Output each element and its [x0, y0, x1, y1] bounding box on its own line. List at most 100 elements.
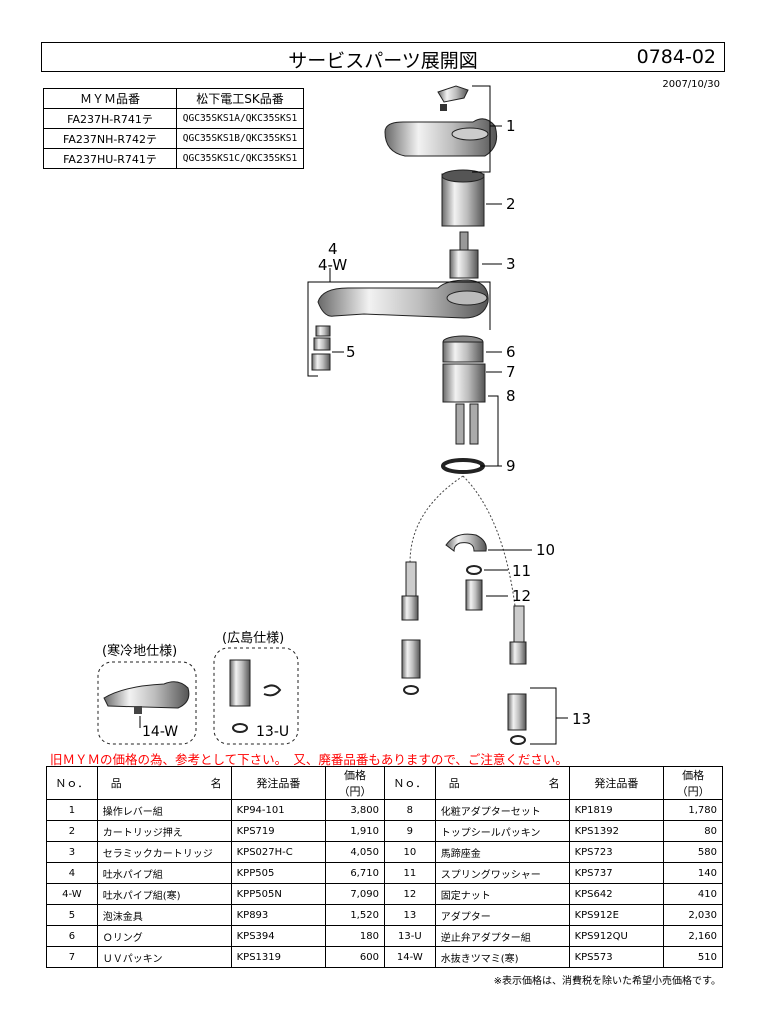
part-name: ＵＶパッキン [96, 946, 232, 968]
callout-6: 6 [506, 343, 516, 361]
hiroshima-label: (広島仕様) [222, 631, 284, 646]
order-code: KPS394 [230, 925, 327, 947]
fixing-nut-part [465, 579, 483, 611]
code-header: 発注品番 [568, 766, 665, 800]
callout-12: 12 [512, 587, 531, 605]
part-name: 操作レバー組 [96, 799, 232, 821]
order-code: KPS1392 [568, 820, 665, 842]
part-price: 80 [663, 820, 723, 842]
price-footnote: ※表示価格は、消費税を除いた希望小売価格です。 [493, 976, 721, 987]
order-code: KPS027H-C [230, 841, 327, 863]
part-name: 固定ナット [434, 883, 570, 905]
callout-1: 1 [506, 117, 516, 135]
title-box: サービスパーツ展開図 0784-02 [41, 42, 725, 72]
part-name: 吐水パイプ組 [96, 862, 232, 884]
part-price: 1,780 [663, 799, 723, 821]
callout-10: 10 [536, 541, 555, 559]
callout-9: 9 [506, 457, 516, 475]
part-name: 化粧アダプターセット [434, 799, 570, 821]
model-row: FA237HU-R741テ QGC35SKS1C/QKC35SKS1 [43, 148, 304, 169]
price-notice: 旧ＭＹＭの価格の為、参考として下さい。 又、廃番品番もありますので、ご注意くださ… [50, 752, 568, 767]
part-number: 6 [46, 925, 98, 947]
document-date: 2007/10/30 [662, 79, 720, 90]
callout-4: 4 [328, 240, 338, 258]
order-code: KPS723 [568, 841, 665, 863]
page-title: サービスパーツ展開図 [288, 50, 478, 72]
part-number: 5 [46, 904, 98, 926]
parts-table-header: Ｎｏ． 品名 発注品番 価格（円） Ｎｏ． 品名 発注品番 価格（円） [46, 766, 723, 800]
part-name: セラミックカートリッジ [96, 841, 232, 863]
part-number: 10 [383, 841, 436, 863]
body-oring-part [442, 335, 486, 403]
part-price: 1,910 [325, 820, 385, 842]
lever-handle-part [384, 85, 498, 157]
part-price: 4,050 [325, 841, 385, 863]
spring-washer-part [466, 565, 482, 575]
part-number: 7 [46, 946, 98, 968]
part-name: トップシールパッキン [434, 820, 570, 842]
code-header: 発注品番 [230, 766, 327, 800]
part-number: 9 [383, 820, 436, 842]
cold-climate-label: (寒冷地仕様) [102, 643, 177, 659]
ceramic-cartridge-part [449, 231, 479, 279]
part-number: 8 [383, 799, 436, 821]
callout-13: 13 [572, 710, 591, 728]
order-code: KPS912QU [568, 925, 665, 947]
part-price: 2,160 [663, 925, 723, 947]
model-number-table: ＭＹＭ品番 松下電工SK品番 FA237H-R741テ QGC35SKS1A/Q… [43, 88, 304, 169]
callout-11: 11 [512, 562, 531, 580]
name-header: 品名 [434, 766, 570, 800]
part-number: 13-U [383, 925, 436, 947]
callout-4-w: 4-W [318, 256, 347, 274]
callout-14-w: 14-W [142, 724, 178, 740]
sk-number-header: 松下電工SK品番 [176, 88, 304, 109]
cartridge-cover-part [441, 169, 485, 227]
part-price: 6,710 [325, 862, 385, 884]
price-header: 価格（円） [663, 766, 723, 800]
model-table-header: ＭＹＭ品番 松下電工SK品番 [43, 88, 304, 109]
callout-3: 3 [506, 255, 516, 273]
mym-number: FA237H-R741テ [43, 108, 177, 129]
model-row: FA237H-R741テ QGC35SKS1A/QKC35SKS1 [43, 108, 304, 129]
decorative-adapter-part [455, 403, 479, 445]
part-name: スプリングワッシャー [434, 862, 570, 884]
order-code: KPS1319 [230, 946, 327, 968]
no-header: Ｎｏ． [46, 766, 98, 800]
part-number: 4-W [46, 883, 98, 905]
part-number: 3 [46, 841, 98, 863]
order-code: KPS573 [568, 946, 665, 968]
callout-13-u: 13-U [256, 724, 289, 740]
sk-number: QGC35SKS1C/QKC35SKS1 [176, 148, 304, 169]
part-price: 7,090 [325, 883, 385, 905]
no-header: Ｎｏ． [383, 766, 436, 800]
callout-8: 8 [506, 387, 516, 405]
document-number: 0784-02 [636, 46, 716, 68]
price-header: 価格（円） [325, 766, 385, 800]
order-code: KP94-101 [230, 799, 327, 821]
top-seal-packing-part [441, 458, 485, 474]
part-number: 14-W [383, 946, 436, 968]
order-code: KP1819 [568, 799, 665, 821]
part-name: 水抜きツマミ(寒) [434, 946, 570, 968]
mym-number: FA237HU-R741テ [43, 148, 177, 169]
adapter-part [507, 693, 527, 745]
order-code: KPS912E [568, 904, 665, 926]
part-price: 410 [663, 883, 723, 905]
order-code: KPS719 [230, 820, 327, 842]
part-name: 逆止弁アダプター組 [434, 925, 570, 947]
part-number: 1 [46, 799, 98, 821]
part-price: 180 [325, 925, 385, 947]
part-price: 600 [325, 946, 385, 968]
part-price: 140 [663, 862, 723, 884]
part-number: 2 [46, 820, 98, 842]
callout-5: 5 [346, 343, 356, 361]
part-name: 泡沫金具 [96, 904, 232, 926]
